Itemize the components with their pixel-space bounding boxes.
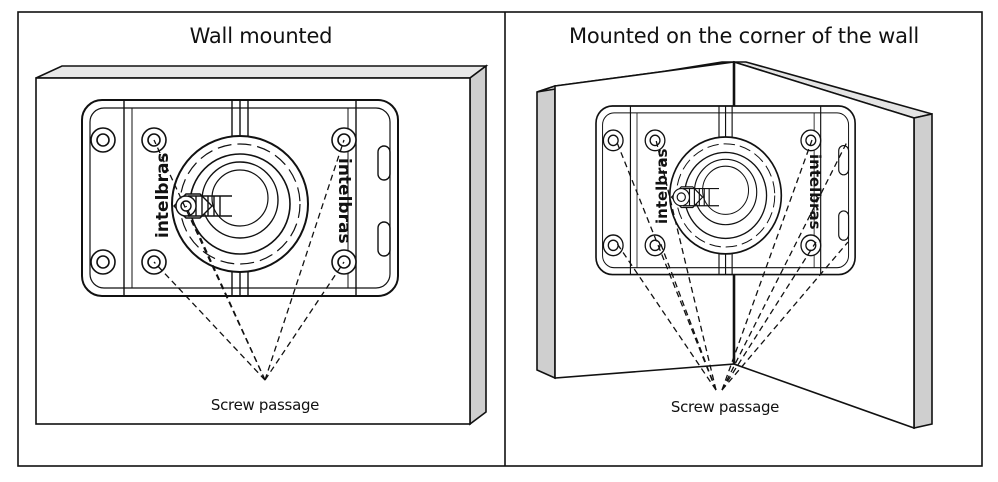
corner-wall-left-side bbox=[536, 84, 556, 380]
wall-mounted-illustration: intelbras intelbras bbox=[35, 64, 489, 426]
screw-leader-lines-right bbox=[615, 139, 849, 391]
caption-screw-passage-left: Screw passage bbox=[210, 396, 320, 414]
panel-title-corner-mounted: Mounted on the corner of the wall bbox=[568, 24, 920, 48]
panel-title-wall-mounted: Wall mounted bbox=[189, 24, 333, 48]
outer-border bbox=[17, 11, 983, 467]
caption-screw-passage-right: Screw passage bbox=[670, 398, 780, 416]
corner-wall-right-side bbox=[913, 113, 933, 429]
wall-top-face bbox=[35, 65, 489, 79]
corner-mounted-illustration: intelbras intelbras bbox=[536, 60, 933, 430]
brand-logo-right-b: intelbras bbox=[806, 154, 824, 230]
brand-logo-left-b: intelbras bbox=[334, 158, 354, 244]
brand-logo-right-a: intelbras bbox=[653, 148, 671, 224]
brand-logo-left-a: intelbras bbox=[153, 152, 173, 238]
wall-side-face bbox=[469, 64, 487, 426]
screw-leader-lines-left bbox=[153, 139, 345, 381]
